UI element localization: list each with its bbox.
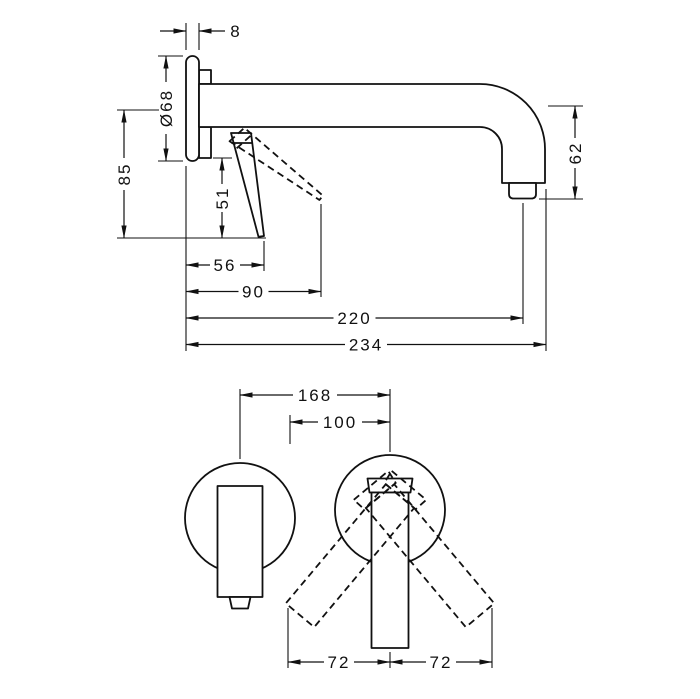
dim-depth-90: 90 [185,204,322,301]
dim-spout-reach: 220 [185,203,524,328]
dim-swing-left: 72 [287,608,391,672]
lever-dashed-side [228,126,324,201]
dim-overall-depth: 234 [185,189,547,354]
dim-label-spout-reach: 220 [337,309,371,328]
dim-plate-thickness: 8 [160,22,241,50]
dim-escutcheon-diameter: Ø68 [157,55,183,162]
wall-plate-side [185,55,200,162]
dim-depth-56: 56 [185,241,265,275]
dim-label-spacing-168: 168 [298,386,332,405]
dim-label-depth-56: 56 [214,256,237,275]
dim-spacing-100: 100 [289,413,391,444]
dim-lever-length: 51 [213,157,232,239]
dim-height-85: 85 [115,109,266,239]
spout-mount-stub [198,69,212,85]
dim-label-plate-thickness: 8 [230,22,241,41]
dim-label-spacing-100: 100 [323,413,357,432]
spout-front [216,485,264,598]
aerator-side [508,182,537,200]
spout-side [198,83,546,184]
lever-front-solid [366,477,414,649]
dim-label-depth-90: 90 [242,282,265,301]
lever-solid-side [230,132,265,238]
aerator-front [228,596,252,610]
dim-label-escutcheon-diameter: Ø68 [157,89,176,127]
dim-label-height-85: 85 [115,163,134,186]
dim-label-lever-length: 51 [213,187,232,210]
lever-cartridge-stub [198,126,212,159]
dim-swing-right: 72 [389,608,493,672]
dim-label-swing-right: 72 [430,653,453,672]
side-view: 8 Ø68 85 51 [115,22,585,355]
lever-front-dashed-right [352,470,496,629]
dim-label-spout-drop: 62 [566,142,585,165]
dim-spacing-168: 168 [239,386,391,459]
dim-label-overall-depth: 234 [349,335,383,354]
dim-label-swing-left: 72 [328,653,351,672]
front-view: 168 100 72 72 [184,386,496,672]
